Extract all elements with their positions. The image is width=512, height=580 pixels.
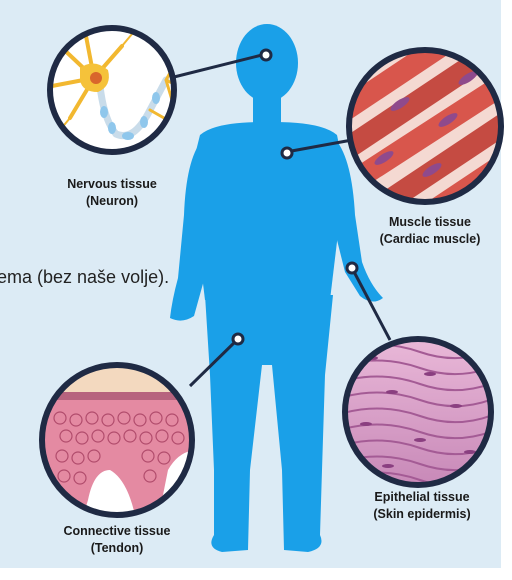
connective-tissue-sublabel: (Tendon) — [91, 541, 144, 555]
nervous-tissue-sublabel: (Neuron) — [86, 194, 138, 208]
epithelial-tissue-sublabel: (Skin epidermis) — [373, 507, 470, 521]
overlay-caption-text: ema (bez naše volje). — [0, 267, 169, 287]
muscle-tissue-sublabel: (Cardiac muscle) — [380, 232, 481, 246]
connective-tissue-label: Connective tissue — [64, 524, 171, 538]
epithelial-tissue-label: Epithelial tissue — [374, 490, 469, 504]
muscle-tissue-label: Muscle tissue — [389, 215, 471, 229]
nervous-tissue-label: Nervous tissue — [67, 177, 157, 191]
